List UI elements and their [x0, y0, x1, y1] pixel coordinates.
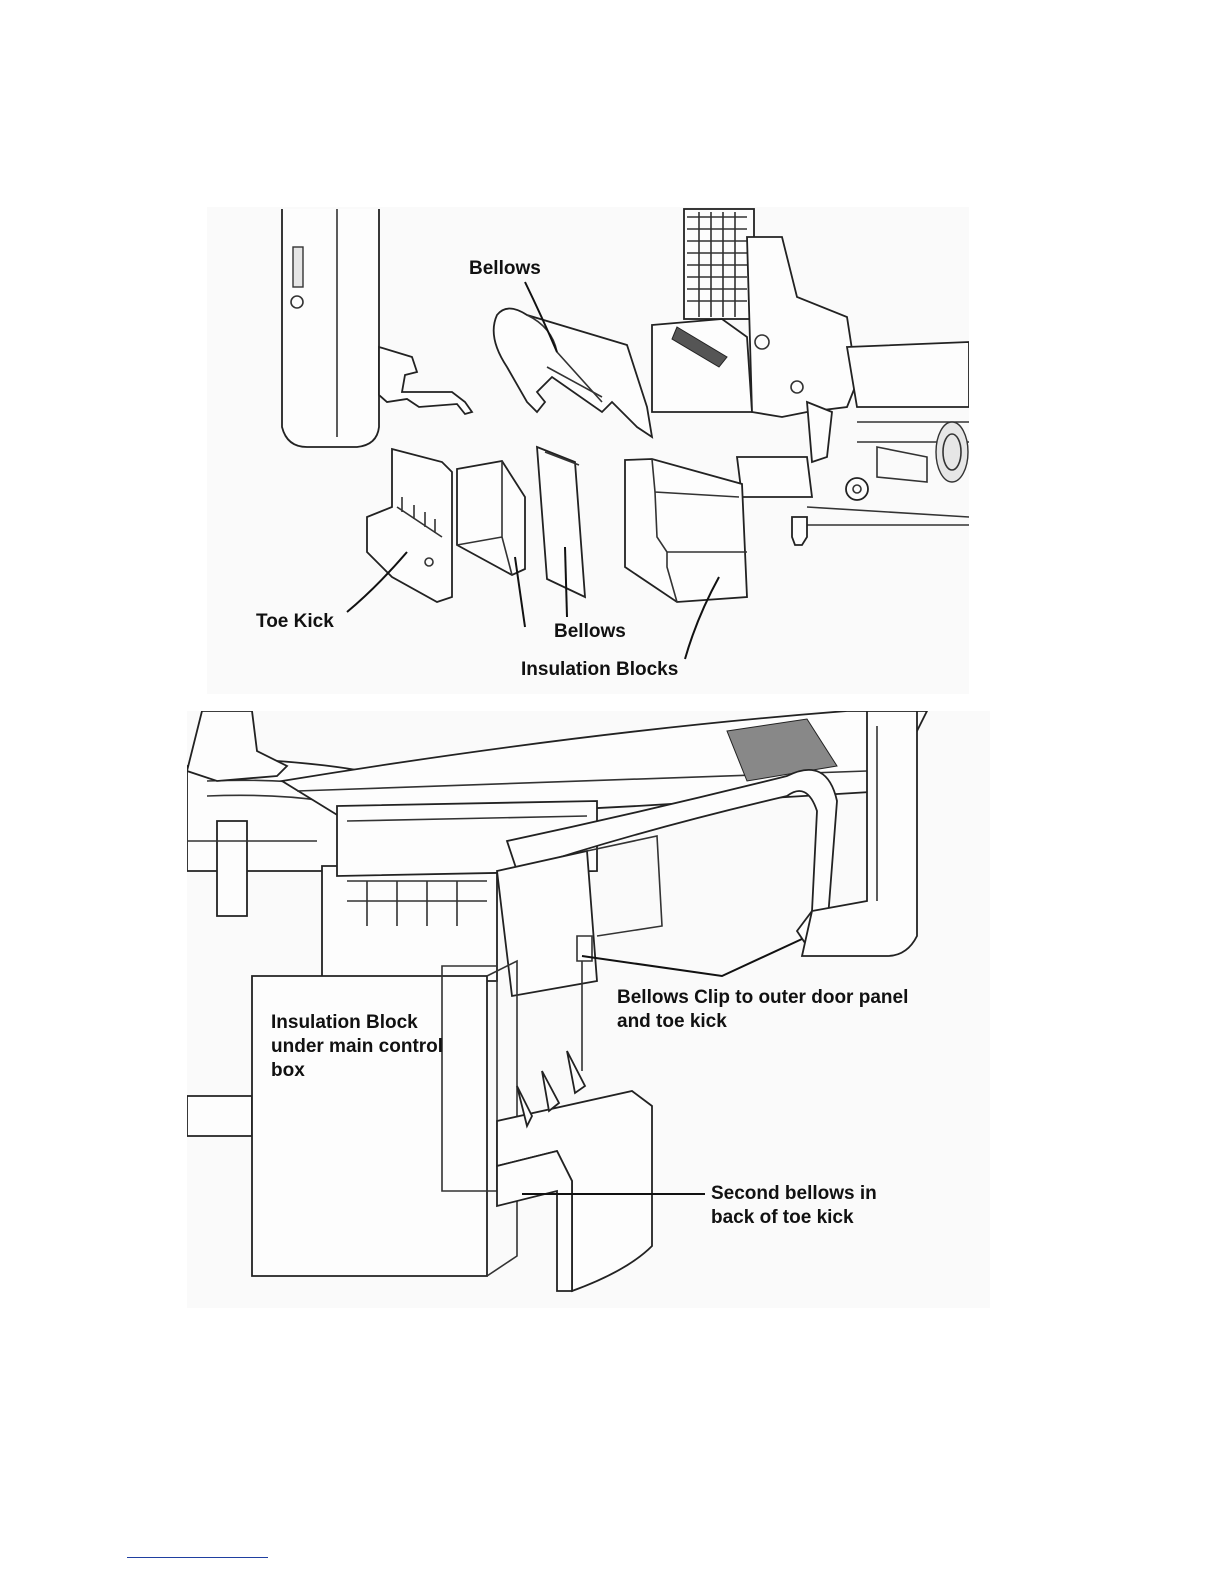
assembled-view-figure: Insulation Block under main control box …: [187, 711, 990, 1308]
bellows-top-part: [494, 309, 652, 438]
insulation-block-front: [252, 961, 517, 1276]
toe-kick-part: [367, 449, 452, 602]
label-toe-kick: Toe Kick: [256, 610, 334, 634]
label-bellows-mid: Bellows: [554, 620, 626, 644]
bellows-sheet-part: [537, 447, 585, 597]
label-bellows-top: Bellows: [469, 257, 541, 281]
insulation-block-stepped: [625, 459, 747, 602]
label-bellows-clip: Bellows Clip to outer door panel and toe…: [617, 986, 942, 1034]
footnote-rule: [127, 1557, 268, 1558]
door-panel: [282, 209, 472, 447]
label-insulation-blocks: Insulation Blocks: [521, 658, 678, 682]
label-insulation-block: Insulation Block under main control box: [271, 1011, 446, 1083]
exploded-view-figure: Bellows Toe Kick Bellows Insulation Bloc…: [207, 207, 969, 694]
label-second-bellows: Second bellows in back of toe kick: [711, 1182, 906, 1230]
